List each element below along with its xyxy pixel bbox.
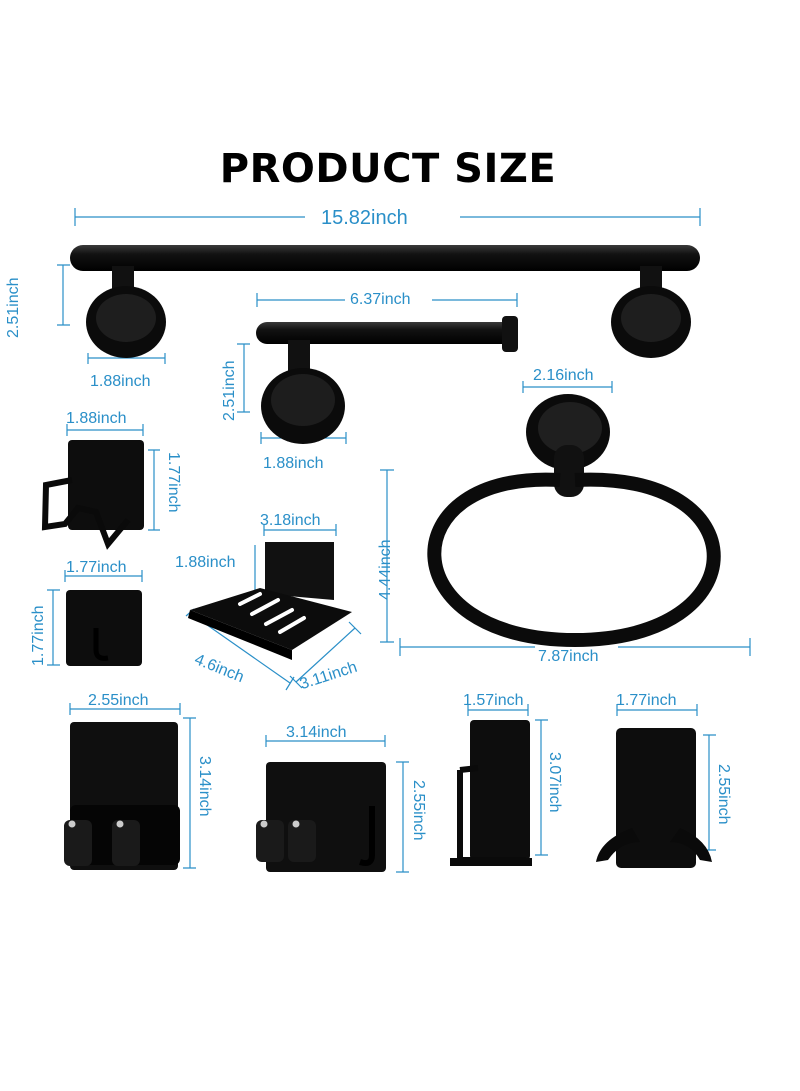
- dimension-lines: [47, 208, 751, 873]
- page-title: PRODUCT SIZE: [219, 146, 557, 192]
- paper-holder-product: [256, 316, 518, 444]
- mop2-height-label: 2.55inch: [410, 780, 427, 841]
- paper-holder-height-label: 2.51inch: [221, 360, 238, 422]
- towel-bar-base-label: 1.88inch: [90, 373, 151, 390]
- mop1-width-label: 2.55inch: [88, 692, 149, 709]
- rack-width-label: 1.88inch: [66, 410, 127, 427]
- double-hook-product: [596, 728, 712, 868]
- paper-holder-length-label: 6.37inch: [350, 291, 411, 308]
- ring-height-label: 4.44inch: [377, 539, 394, 601]
- towel-bar-product: [70, 245, 700, 358]
- hook-height-label: 1.77inch: [30, 605, 47, 667]
- mop-holder-2-product: [256, 762, 386, 872]
- mop2-width-label: 3.14inch: [286, 724, 347, 741]
- soap-dish-product: [188, 542, 352, 660]
- ring-base-label: 2.16inch: [533, 367, 594, 384]
- hook-width-label: 1.77inch: [66, 559, 127, 576]
- single-hook-product: [66, 590, 142, 666]
- small-rack-product: [41, 440, 144, 550]
- paper-holder-base-label: 1.88inch: [263, 455, 324, 472]
- rack-height-label: 1.77inch: [165, 452, 182, 513]
- soap-back-label: 3.18inch: [260, 512, 321, 529]
- ring-width-label: 7.87inch: [538, 648, 599, 665]
- mop-holder-1-product: [64, 722, 180, 870]
- cup-width-label: 1.57inch: [463, 692, 524, 709]
- cup-holder-product: [450, 720, 532, 866]
- towel-bar-length-label: 15.82inch: [321, 207, 408, 229]
- towel-ring-product: [427, 394, 721, 648]
- double-hook-height-label: 2.55inch: [715, 764, 732, 825]
- towel-bar-height-label: 2.51inch: [5, 277, 22, 339]
- cup-height-label: 3.07inch: [546, 752, 563, 813]
- mop1-height-label: 3.14inch: [196, 756, 213, 817]
- double-hook-width-label: 1.77inch: [616, 692, 677, 709]
- soap-height-label: 1.88inch: [175, 554, 236, 571]
